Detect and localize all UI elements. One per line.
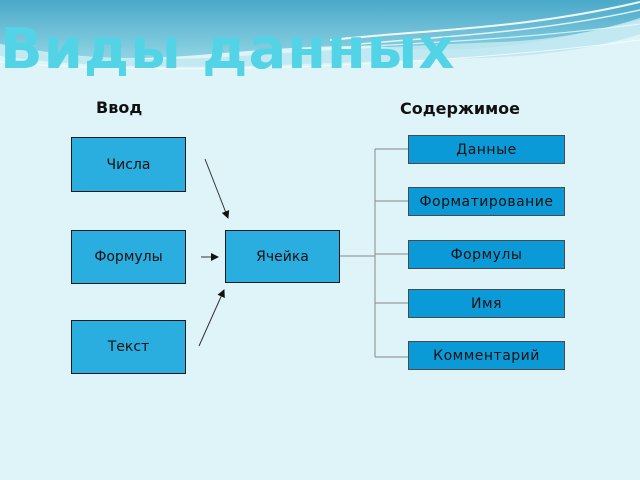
content-box-formulas: Формулы [408, 240, 565, 269]
input-box-numbers: Числа [71, 137, 186, 192]
content-heading: Содержимое [400, 99, 521, 118]
slide-title: Виды данных [0, 17, 456, 82]
content-box-name: Имя [408, 289, 565, 318]
input-box-formulas: Формулы [71, 230, 186, 284]
content-box-formatting: Форматирование [408, 187, 565, 216]
content-box-data: Данные [408, 135, 565, 164]
input-box-text: Текст [71, 320, 186, 374]
cell-box: Ячейка [225, 230, 340, 283]
input-heading: Ввод [96, 98, 143, 117]
content-box-comment: Комментарий [408, 341, 565, 370]
